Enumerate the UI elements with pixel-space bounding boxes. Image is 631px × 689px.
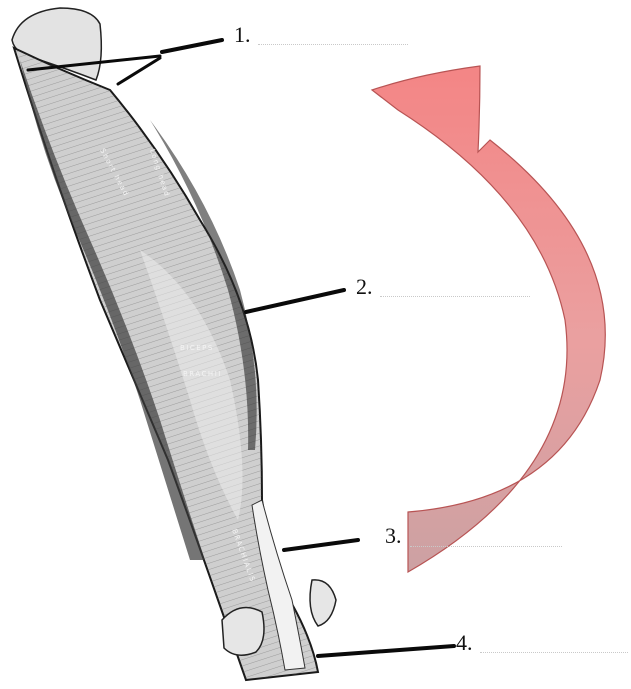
leader-line-3: [284, 540, 358, 550]
label-4-number: 4.: [456, 630, 473, 656]
elbow-bone: [222, 608, 264, 656]
leader-line-2: [246, 290, 344, 312]
label-3-number: 3.: [385, 523, 402, 549]
elbow-bone-right: [310, 580, 336, 626]
label-2-answer-blank[interactable]: [380, 296, 530, 297]
label-3-answer-blank[interactable]: [410, 546, 562, 547]
label-4-answer-blank[interactable]: [480, 652, 628, 653]
label-1-answer-blank[interactable]: [258, 44, 408, 45]
brachii-word: BRACHII: [183, 370, 222, 378]
biceps-word: BICEPS: [180, 344, 214, 352]
label-1-number: 1.: [234, 22, 251, 48]
leader-line-4: [318, 646, 454, 656]
arm-illustration: BICEPS BRACHII BRACHIALIS Short head Lon…: [12, 8, 336, 680]
leader-line-1-b: [118, 58, 160, 84]
label-2-number: 2.: [356, 274, 373, 300]
leader-line-1-main: [162, 40, 222, 52]
curved-arrow: [372, 66, 605, 572]
